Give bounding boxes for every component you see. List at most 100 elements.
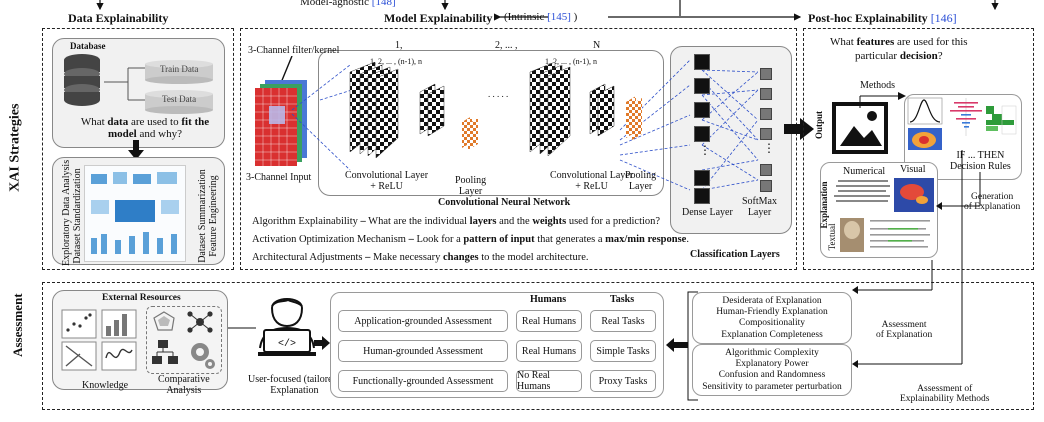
dense-node bbox=[694, 126, 710, 142]
proxy-tasks-cell: Proxy Tasks bbox=[590, 370, 656, 392]
functionally-grounded-cell: Functionally-grounded Assessment bbox=[338, 370, 508, 392]
tasks-header: Tasks bbox=[610, 294, 635, 305]
comparative-dashed-box bbox=[146, 306, 222, 374]
resources-connector bbox=[228, 327, 256, 329]
index-2: 2, ... , bbox=[495, 40, 518, 51]
dots-separator: . . . . . bbox=[488, 89, 509, 99]
softmax-node bbox=[760, 88, 772, 100]
simple-tasks-cell: Simple Tasks bbox=[590, 340, 656, 362]
post-hoc-panel bbox=[803, 28, 1034, 270]
user-focused-label: User-focused (tailored)Explanation bbox=[248, 374, 341, 396]
train-data-shape bbox=[145, 60, 213, 84]
architectural-adjustments-line: Architectural Adjustments – Make necessa… bbox=[252, 252, 589, 263]
intrinsic-label: (Intrinsic [145] ) bbox=[504, 11, 578, 23]
application-grounded-cell: Application-grounded Assessment bbox=[338, 310, 508, 332]
knowledge-icons bbox=[61, 309, 137, 371]
dense-node bbox=[694, 170, 710, 186]
top-connector-lines bbox=[96, 0, 999, 21]
database-icon bbox=[64, 54, 118, 106]
generation-arrow bbox=[936, 172, 981, 210]
conv1-label: Convolutional Layer+ ReLU bbox=[345, 170, 429, 192]
numerical-label: Numerical bbox=[843, 166, 886, 177]
knowledge-label: Knowledge bbox=[82, 380, 129, 391]
desiderata-lines: Desiderata of Explanation Human-Friendly… bbox=[716, 296, 828, 340]
assessment-label: Assessment bbox=[9, 293, 25, 357]
explanation-desiderata-box bbox=[692, 292, 852, 344]
user-right-arrow-icon bbox=[314, 336, 330, 350]
data-explainability-panel bbox=[42, 28, 234, 270]
train-data-label: Train Data bbox=[160, 64, 199, 74]
feature-maps bbox=[349, 62, 642, 159]
index-n: N bbox=[593, 40, 601, 51]
bracket-line bbox=[687, 291, 698, 401]
database-label: Database bbox=[70, 41, 106, 51]
dense-node bbox=[694, 188, 710, 204]
dense-node bbox=[694, 54, 710, 70]
human-grounded-cell: Human-grounded Assessment bbox=[338, 340, 508, 362]
real-tasks-cell: Real Tasks bbox=[590, 310, 656, 332]
dense-label: Dense Layer bbox=[682, 207, 733, 218]
filter-label: 3-Channel filter/kernel bbox=[248, 45, 340, 56]
left-arrow-icon bbox=[666, 338, 688, 352]
split-lines bbox=[118, 67, 146, 101]
softmax-node bbox=[760, 180, 772, 192]
dashboard-thumbnail bbox=[84, 165, 186, 262]
methods-label: Methods bbox=[860, 80, 895, 91]
dense-node bbox=[694, 78, 710, 94]
algorithm-explainability-line: Algorithm Explainability – What are the … bbox=[252, 216, 661, 227]
methods-arrow bbox=[859, 92, 906, 108]
method-visuals bbox=[907, 97, 1017, 150]
data-explainability-title: Data Explainability bbox=[68, 11, 169, 25]
cnn-title: Convolutional Neural Network bbox=[438, 197, 571, 208]
down-arrow-icon bbox=[128, 140, 144, 160]
softmax-dots: ⋮ bbox=[763, 141, 775, 155]
cnn-connection-lines bbox=[291, 60, 759, 191]
softmax-node bbox=[760, 128, 772, 140]
sub-index-1: 1, 2, ... , (n-1), n bbox=[370, 57, 422, 66]
post-hoc-title: Post-hoc Explainability [146] bbox=[808, 11, 957, 25]
model-explainability-title: Model Explainability bbox=[384, 11, 493, 25]
test-data-shape bbox=[145, 90, 213, 114]
index-1: 1, bbox=[395, 40, 403, 51]
data-question: What data are used to fit the model and … bbox=[80, 116, 210, 141]
real-humans-cell: Real Humans bbox=[516, 310, 582, 332]
explanation-visuals bbox=[834, 178, 934, 252]
output-label: Output bbox=[814, 110, 825, 139]
criteria-lines: Algorithmic Complexity Explanatory Power… bbox=[702, 348, 842, 392]
conv2-label: Convolutional Layer+ ReLU bbox=[550, 170, 634, 192]
softmax-node bbox=[760, 68, 772, 80]
classification-box bbox=[670, 46, 792, 234]
activation-optimization-line: Activation Optimization Mechanism – Look… bbox=[252, 234, 689, 245]
model-explainability-panel bbox=[240, 28, 797, 270]
assessment-arrows bbox=[852, 150, 963, 368]
external-resources-title: External Resources bbox=[102, 293, 181, 303]
rgb-input-grid bbox=[255, 80, 307, 166]
dense-dots: ⋮ bbox=[699, 143, 711, 157]
visual-label: Visual bbox=[900, 164, 926, 175]
methods-criteria-box bbox=[692, 344, 852, 396]
textual-label: Textual bbox=[827, 223, 838, 251]
assessment-panel bbox=[42, 282, 1034, 410]
classification-label: Classification Layers bbox=[690, 249, 780, 260]
comparative-icons bbox=[152, 311, 215, 369]
user-coder-icon: </> bbox=[258, 298, 316, 356]
input-label: 3-Channel Input bbox=[246, 172, 312, 183]
no-real-humans-cell: No Real Humans bbox=[516, 370, 582, 392]
real-humans-cell: Real Humans bbox=[516, 340, 582, 362]
dense-node bbox=[694, 102, 710, 118]
model-agnostic-label: Model-agnostic [148] bbox=[300, 0, 396, 8]
softmax-node bbox=[760, 164, 772, 176]
sub-index-2: 1, 2, ... , (n-1), n bbox=[545, 57, 597, 66]
xai-strategies-label: XAI Strategies bbox=[7, 103, 23, 192]
features-question: What features are used for this particul… bbox=[830, 36, 968, 62]
